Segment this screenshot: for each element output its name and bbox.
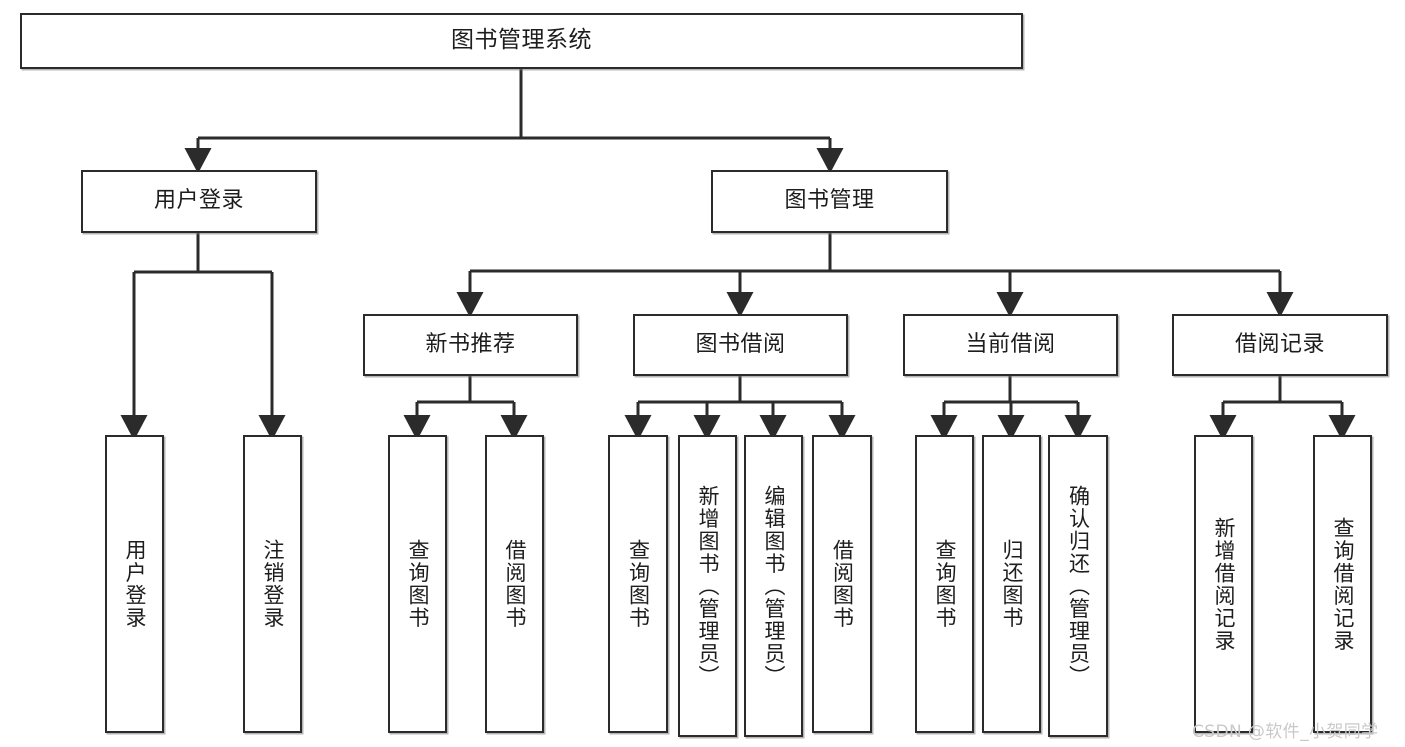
node-new-book-recommend-label: 新书推荐 bbox=[425, 331, 516, 357]
node-leaf-add-book-admin[interactable]: 新增图书（管理员） bbox=[678, 435, 737, 737]
node-root-system-label: 图书管理系统 bbox=[451, 27, 592, 54]
node-leaf-add-borrow-record[interactable]: 新增借阅记录 bbox=[1194, 435, 1253, 733]
node-leaf-borrow-book-2[interactable]: 借阅图书 bbox=[812, 435, 872, 733]
node-leaf-logout-login[interactable]: 注销登录 bbox=[243, 435, 302, 733]
node-leaf-borrow-book-1-label: 借阅图书 bbox=[503, 539, 527, 629]
node-leaf-query-book-1[interactable]: 查询图书 bbox=[388, 435, 447, 733]
node-leaf-confirm-return-admin[interactable]: 确认归还（管理员） bbox=[1048, 435, 1108, 737]
node-leaf-query-book-3-label: 查询图书 bbox=[933, 539, 957, 629]
node-leaf-query-book-3[interactable]: 查询图书 bbox=[915, 435, 974, 733]
csdn-watermark: CSDN @软件_小贺同学 bbox=[1192, 722, 1379, 742]
node-leaf-return-book[interactable]: 归还图书 bbox=[982, 435, 1041, 733]
node-book-management[interactable]: 图书管理 bbox=[711, 170, 948, 233]
node-leaf-add-book-admin-label: 新增图书（管理员） bbox=[696, 484, 720, 688]
node-current-borrow[interactable]: 当前借阅 bbox=[903, 314, 1118, 376]
node-current-borrow-label: 当前借阅 bbox=[965, 331, 1056, 357]
node-user-login[interactable]: 用户登录 bbox=[81, 170, 317, 233]
node-leaf-confirm-return-admin-label: 确认归还（管理员） bbox=[1066, 484, 1091, 688]
node-leaf-edit-book-admin[interactable]: 编辑图书（管理员） bbox=[744, 435, 803, 737]
node-borrow-record-label: 借阅记录 bbox=[1234, 331, 1325, 357]
node-leaf-add-borrow-record-label: 新增借阅记录 bbox=[1212, 516, 1236, 652]
node-leaf-query-book-2[interactable]: 查询图书 bbox=[608, 435, 668, 733]
node-leaf-query-borrow-record-label: 查询借阅记录 bbox=[1331, 516, 1355, 652]
node-leaf-user-login[interactable]: 用户登录 bbox=[105, 435, 164, 733]
node-leaf-user-login-label: 用户登录 bbox=[123, 539, 147, 629]
node-leaf-query-borrow-record[interactable]: 查询借阅记录 bbox=[1313, 435, 1372, 733]
node-root-system[interactable]: 图书管理系统 bbox=[20, 13, 1023, 69]
node-leaf-query-book-1-label: 查询图书 bbox=[406, 539, 430, 629]
node-book-borrow[interactable]: 图书借阅 bbox=[633, 314, 848, 376]
node-new-book-recommend[interactable]: 新书推荐 bbox=[363, 314, 578, 376]
node-leaf-return-book-label: 归还图书 bbox=[1000, 539, 1024, 629]
node-leaf-borrow-book-1[interactable]: 借阅图书 bbox=[485, 435, 544, 733]
node-user-login-label: 用户登录 bbox=[153, 188, 244, 214]
node-leaf-edit-book-admin-label: 编辑图书（管理员） bbox=[762, 484, 786, 688]
node-leaf-query-book-2-label: 查询图书 bbox=[626, 539, 651, 629]
node-book-management-label: 图书管理 bbox=[784, 188, 875, 214]
node-leaf-logout-login-label: 注销登录 bbox=[261, 539, 285, 629]
node-borrow-record[interactable]: 借阅记录 bbox=[1172, 314, 1388, 376]
node-leaf-borrow-book-2-label: 借阅图书 bbox=[830, 539, 855, 629]
node-book-borrow-label: 图书借阅 bbox=[695, 331, 786, 357]
